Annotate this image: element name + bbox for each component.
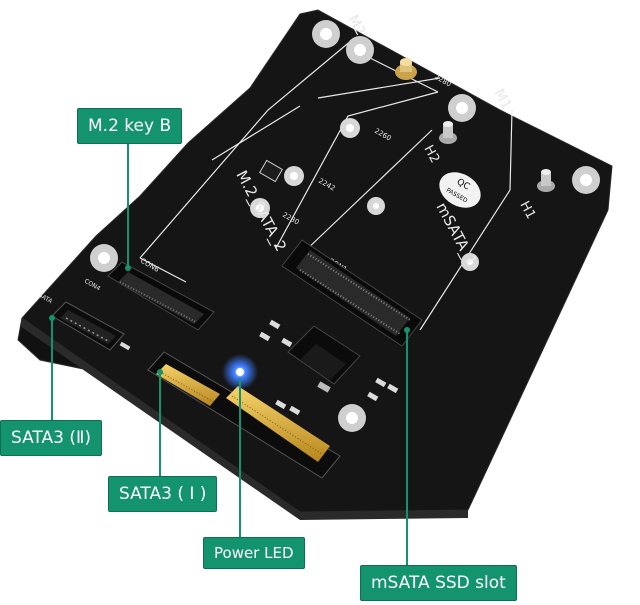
power-led	[222, 354, 258, 390]
mounting-holes	[90, 20, 600, 432]
callout-m2-key-b: M.2 key B	[77, 108, 183, 144]
voltage-regulator-chip	[287, 325, 361, 393]
callout-msata-ssd-slot: mSATA SSD slot	[360, 565, 517, 601]
smd-components	[119, 159, 399, 416]
qc-passed-badge: QC PASSED	[439, 172, 481, 208]
sata-port-1	[147, 351, 341, 479]
m2-connector	[107, 261, 215, 331]
callout-sata3-1: SATA3 ( I )	[108, 476, 218, 512]
callout-power-led: Power LED	[203, 537, 305, 569]
msata-connector	[281, 239, 423, 347]
label-h1: H1	[516, 199, 538, 222]
callout-sata3-2: SATA3 (Ⅱ)	[0, 420, 102, 456]
callout-leaders	[51, 142, 408, 565]
label-h2: H2	[420, 143, 442, 166]
sata-port-2	[51, 301, 125, 351]
standoff-screws	[395, 58, 555, 192]
